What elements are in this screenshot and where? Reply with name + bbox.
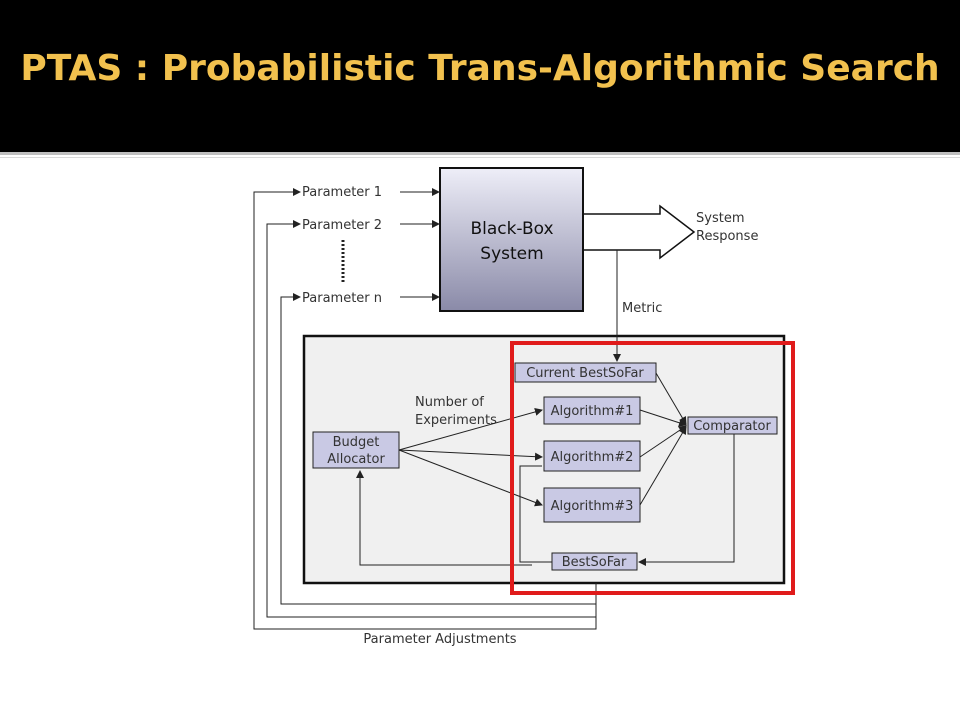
comparator-label: Comparator <box>693 419 771 434</box>
feedback-line-2 <box>266 220 596 618</box>
budget-allocator-box <box>312 431 400 469</box>
title-divider-thin <box>0 157 960 158</box>
title-divider <box>0 152 960 155</box>
system-response-label-2: Response <box>696 229 758 244</box>
black-box-label-2: System <box>480 244 543 264</box>
budget-allocator-label-2: Allocator <box>327 452 385 467</box>
current-best-label: Current BestSoFar <box>526 366 644 381</box>
alloc-to-alg3 <box>398 449 543 507</box>
feedback-line-n <box>280 293 596 605</box>
experiments-label-2: Experiments <box>415 413 497 428</box>
parameter-adjustments-label: Parameter Adjustments <box>363 632 516 647</box>
algorithm-1-label: Algorithm#1 <box>551 404 634 419</box>
parameter-n-label: Parameter n <box>302 291 382 306</box>
experiments-label-1: Number of <box>415 395 484 410</box>
feedback-line-1 <box>253 188 597 630</box>
current-best-to-comparator <box>655 372 687 425</box>
algorithm-3-label: Algorithm#3 <box>551 499 634 514</box>
black-box-system <box>439 167 584 312</box>
alg1-to-comparator <box>639 409 687 427</box>
slide-title: PTAS : Probabilistic Trans-Algorithmic S… <box>20 48 940 89</box>
alloc-to-alg2 <box>398 449 543 461</box>
algorithm-2-label: Algorithm#2 <box>551 450 634 465</box>
system-response-arrow <box>584 204 696 260</box>
black-box-label-1: Black-Box <box>470 219 553 239</box>
metric-label: Metric <box>622 301 662 316</box>
system-response-label-1: System <box>696 211 744 226</box>
comparator-box <box>687 416 778 435</box>
algorithm-3-box <box>543 487 641 523</box>
alloc-to-alg1 <box>398 408 543 451</box>
current-best-box <box>514 362 657 383</box>
alg3-to-comparator <box>639 426 687 506</box>
highlight-box <box>510 341 795 595</box>
parameter-2-label: Parameter 2 <box>302 218 382 233</box>
algorithm-2-box <box>543 440 641 472</box>
algorithm-1-box <box>543 396 641 425</box>
comparator-to-best <box>638 434 735 566</box>
budget-allocator-label-1: Budget <box>333 435 380 450</box>
parameter-1-label: Parameter 1 <box>302 185 382 200</box>
best-to-algorithms <box>519 465 552 563</box>
best-so-far-label: BestSoFar <box>562 555 627 570</box>
alg2-to-comparator <box>639 425 687 458</box>
title-bar: PTAS : Probabilistic Trans-Algorithmic S… <box>0 0 960 152</box>
best-to-allocator <box>356 470 532 566</box>
